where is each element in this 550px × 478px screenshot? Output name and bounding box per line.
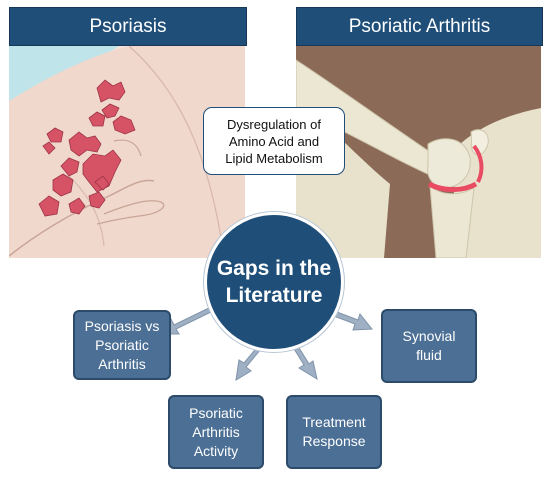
topic-synovial-fluid: Synovial fluid (381, 309, 477, 383)
psoriasis-skin-illustration (9, 46, 245, 258)
psoriatic-arthritis-header: Psoriatic Arthritis (296, 7, 543, 46)
topic-psa-activity: Psoriatic Arthritis Activity (168, 395, 264, 469)
skin-area (9, 46, 245, 258)
psoriasis-header: Psoriasis (9, 7, 247, 46)
gaps-in-literature-circle: Gaps in the Literature (204, 212, 344, 352)
joint-inflammation (427, 181, 478, 193)
topic-psoriasis-vs-psa: Psoriasis vs Psoriatic Arthritis (73, 310, 171, 380)
psoriasis-plaques (38, 79, 136, 217)
topic-treatment-response: Treatment Response (286, 395, 382, 469)
tibia (429, 184, 475, 258)
metabolism-callout: Dysregulation of Amino Acid and Lipid Me… (203, 107, 345, 175)
